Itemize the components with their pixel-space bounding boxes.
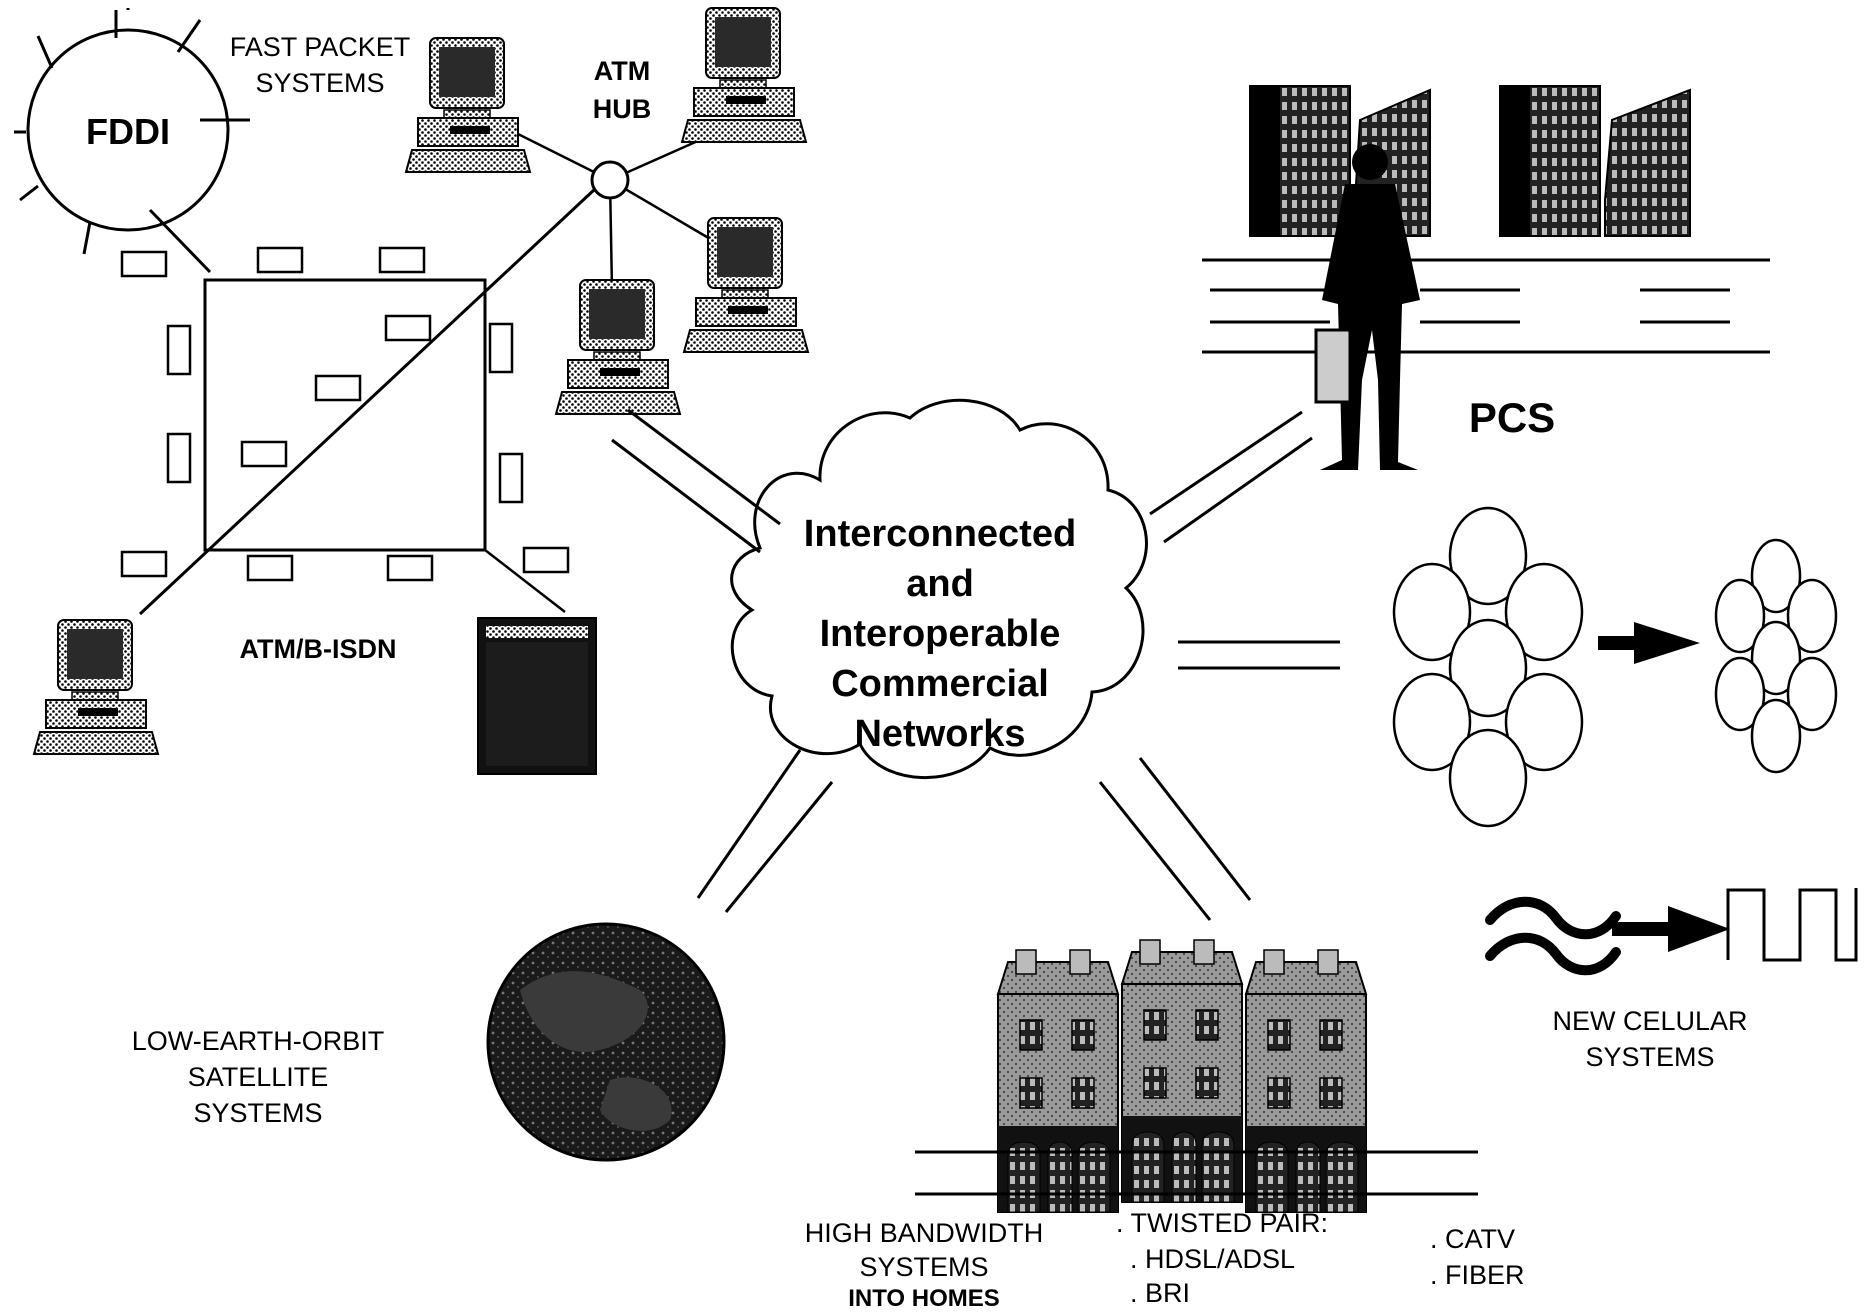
computer-icon [681, 7, 807, 143]
leo-label-3: SYSTEMS [193, 1098, 322, 1128]
catv-label: . CATV [1430, 1224, 1515, 1254]
sun-icon [14, 8, 250, 274]
bri-label: . BRI [1130, 1278, 1190, 1308]
atm-hub-label-1: ATM [594, 56, 650, 86]
new-cellular-label-2: SYSTEMS [1585, 1042, 1714, 1072]
fast-packet-label-1: FAST PACKET [230, 32, 411, 62]
cloud-icon [730, 398, 1148, 779]
connector-lines [611, 408, 1340, 921]
pcs-label: PCS [1469, 394, 1555, 441]
new-cellular-label-1: NEW CELULAR [1552, 1006, 1747, 1036]
atm-bisdn-network [120, 173, 612, 616]
arrow-right-icon [1612, 906, 1730, 952]
terminal-boxes [120, 246, 570, 582]
businessman-icon [1314, 144, 1420, 470]
globe-icon [486, 922, 726, 1162]
office-building-icon [1499, 85, 1601, 237]
server-tower-icon [477, 617, 597, 775]
fast-packet-label-2: SYSTEMS [255, 68, 384, 98]
arrow-right-icon [1598, 622, 1700, 664]
road-icon [1202, 258, 1770, 354]
high-bandwidth-label-3: INTO HOMES [848, 1285, 1000, 1312]
high-bandwidth-label-1: HIGH BANDWIDTH [805, 1218, 1044, 1248]
computer-icon [555, 279, 681, 415]
atm-hub [499, 123, 713, 291]
leo-label-1: LOW-EARTH-ORBIT [132, 1026, 385, 1056]
computer-icon [683, 217, 809, 353]
office-building-icon [1249, 85, 1351, 237]
ground-lines [915, 1150, 1478, 1196]
cloud-label-4: Commercial [831, 663, 1049, 705]
cloud-label-5: Networks [854, 713, 1025, 755]
rowhouses-icon [997, 939, 1367, 1213]
hdsl-adsl-label: . HDSL/ADSL [1130, 1244, 1295, 1274]
cloud-label-1: Interconnected [804, 513, 1076, 555]
hub-node-icon [590, 160, 630, 200]
fddi-label: FDDI [86, 111, 170, 152]
atm-hub-label-2: HUB [593, 94, 652, 124]
computer-icon [405, 37, 531, 173]
leo-label-2: SATELLITE [188, 1062, 329, 1092]
fiber-label: . FIBER [1430, 1260, 1525, 1290]
square-wave-icon [1726, 888, 1858, 962]
cloud-label-2: and [906, 563, 974, 605]
high-bandwidth-label-2: SYSTEMS [859, 1252, 988, 1282]
atm-bisdn-label: ATM/B-ISDN [240, 634, 397, 664]
approx-wave-icon [1485, 896, 1621, 976]
cellular-cells-icon [1714, 538, 1838, 774]
cellular-cells-icon [1392, 506, 1584, 828]
cloud-label-3: Interoperable [820, 613, 1061, 655]
computer-icon [33, 619, 159, 755]
twisted-pair-label: . TWISTED PAIR: [1116, 1208, 1328, 1238]
